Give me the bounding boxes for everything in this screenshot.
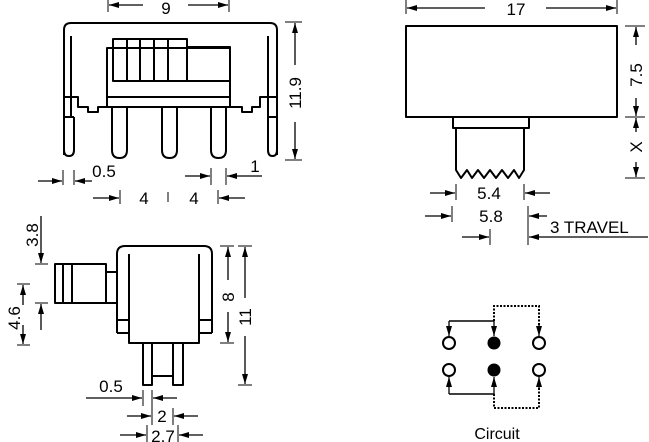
circuit-diagram: Circuit bbox=[442, 305, 546, 442]
terminal bbox=[442, 336, 456, 350]
side-pins bbox=[142, 343, 184, 386]
pin bbox=[210, 107, 227, 159]
top-view: 17 7.5 X 5.4 5.8 3 TRAVEL bbox=[405, 0, 648, 245]
circuit-label: Circuit bbox=[474, 426, 520, 442]
dim-actuator-base-5-8: 5.8 bbox=[479, 207, 503, 226]
terminal bbox=[442, 363, 456, 377]
pin bbox=[161, 107, 178, 159]
common-terminal bbox=[487, 336, 501, 350]
dim-body-height-7-5: 7.5 bbox=[627, 63, 646, 87]
actuator bbox=[455, 128, 525, 179]
pin bbox=[111, 107, 128, 159]
dim-width-17: 17 bbox=[507, 0, 526, 19]
front-body-outline bbox=[63, 22, 278, 155]
dim-body-height-8: 8 bbox=[219, 292, 238, 301]
dim-actuator-offset-3-8: 3.8 bbox=[23, 223, 42, 247]
dim-pin-pitch-2: 2 bbox=[157, 407, 166, 426]
dim-pin-width-0-5: 0.5 bbox=[92, 162, 116, 181]
dim-pin-span-2-7: 2.7 bbox=[151, 427, 175, 442]
common-terminal bbox=[487, 363, 501, 377]
dim-travel-3: 3 TRAVEL bbox=[550, 218, 629, 237]
dim-width-9: 9 bbox=[161, 0, 170, 18]
slider-knob bbox=[112, 38, 188, 82]
top-body bbox=[405, 25, 618, 118]
dim-pitch-right-4: 4 bbox=[189, 189, 198, 208]
dim-height-11-9: 11.9 bbox=[286, 77, 305, 109]
dim-actuator-height-x: X bbox=[627, 141, 646, 152]
dim-actuator-height-4-6: 4.6 bbox=[5, 306, 24, 330]
dim-total-height-11: 11 bbox=[236, 308, 255, 326]
dim-edge-1: 1 bbox=[250, 157, 259, 176]
terminal bbox=[532, 336, 546, 350]
side-body bbox=[116, 245, 213, 333]
terminal bbox=[532, 363, 546, 377]
dim-pitch-left-4: 4 bbox=[139, 189, 148, 208]
dim-pin-width-0-5: 0.5 bbox=[99, 377, 123, 396]
front-view: 9 11.9 0.5 1 4 4 bbox=[38, 0, 305, 208]
dim-actuator-width-5-4: 5.4 bbox=[477, 184, 501, 203]
side-view: 3.8 4.6 8 11 0.5 2 2.7 bbox=[5, 216, 255, 442]
